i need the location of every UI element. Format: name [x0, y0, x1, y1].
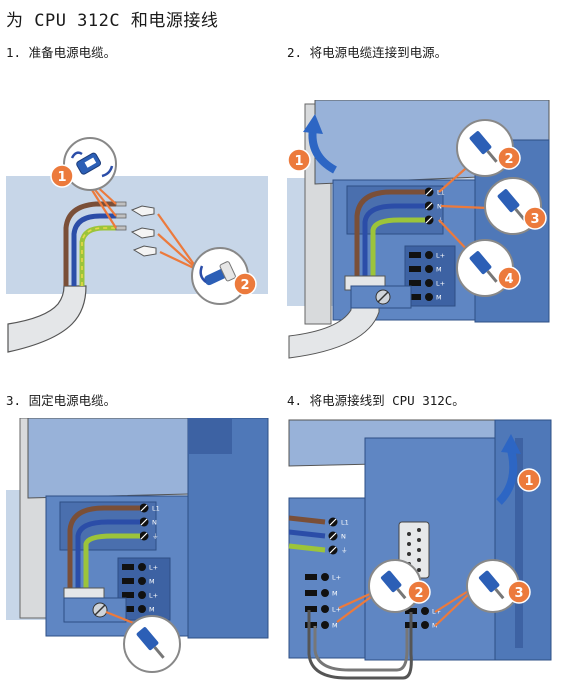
stripped-end: [115, 213, 127, 219]
terminal-label-l-plus: L+: [149, 592, 158, 600]
output-terminal-block: L+ M L+ M: [122, 563, 158, 614]
callout-badge-1: 1: [50, 164, 74, 188]
terminal-label-l-plus: L+: [149, 564, 158, 572]
terminal-label-n: N: [437, 203, 442, 211]
terminal-label-m: M: [332, 622, 338, 630]
svg-text:1: 1: [294, 154, 303, 169]
stripped-end: [115, 201, 127, 207]
screwdriver-circle: [123, 615, 181, 673]
callout-badge-1: 1: [517, 468, 541, 492]
step-2-caption: 2. 将电源电缆连接到电源。: [287, 45, 448, 60]
brown-wire: [63, 201, 116, 286]
terminal-label-m: M: [149, 578, 155, 586]
connecting-wire: [307, 610, 413, 680]
svg-text:1: 1: [57, 170, 66, 185]
callout-badge-2: 2: [407, 580, 431, 604]
supply-terminal-block: L1 N ⏚: [328, 517, 349, 555]
terminal-label-ground: ⏚: [152, 533, 159, 541]
callout-badge-2: 2: [233, 272, 257, 296]
connecting-wire: [313, 626, 409, 672]
step-4-illustration: L1 N ⏚ L+ M L+ M L+ M: [287, 418, 557, 684]
terminal-label-l1: L1: [341, 519, 349, 527]
callout-badge-3: 3: [523, 206, 547, 230]
terminal-label-l1: L1: [152, 505, 160, 513]
step-2-illustration: L1 N ⏚ L+ M L+ M: [287, 100, 557, 362]
terminal-label-m: M: [149, 606, 155, 614]
callout-badge-2: 2: [497, 146, 521, 170]
step-3-illustration: L1 N ⏚ L+ M L+ M: [6, 418, 276, 680]
terminal-label-m: M: [436, 266, 442, 274]
terminal-label-l-plus: L+: [436, 280, 445, 288]
callout-badge-4: 4: [497, 266, 521, 290]
terminal-label-l1: L1: [437, 189, 445, 197]
terminal-label-m: M: [332, 590, 338, 598]
wire-ferrule: [132, 245, 157, 257]
svg-text:1: 1: [524, 474, 533, 489]
step-1-illustration: 1 2: [6, 128, 276, 358]
blue-wire: [71, 213, 116, 286]
wire-ferrule: [130, 205, 155, 217]
svg-text:4: 4: [504, 272, 513, 287]
wire-ferrule: [130, 227, 155, 239]
terminal-label-m: M: [436, 294, 442, 302]
svg-text:2: 2: [414, 586, 423, 601]
supply-terminal-block: L1 N ⏚: [139, 503, 160, 541]
page-title: 为 CPU 312C 和电源接线: [6, 11, 219, 31]
terminal-label-ground: ⏚: [341, 547, 348, 555]
output-terminal-block: L+ M L+ M: [305, 573, 341, 630]
svg-text:3: 3: [530, 212, 539, 227]
step-4-caption: 4. 将电源接线到 CPU 312C。: [287, 393, 465, 408]
terminal-label-n: N: [152, 519, 157, 527]
svg-text:2: 2: [504, 152, 513, 167]
svg-text:2: 2: [240, 278, 249, 293]
stripped-end: [115, 225, 127, 231]
callout-badge-3: 3: [507, 580, 531, 604]
terminal-label-n: N: [341, 533, 346, 541]
cable-jacket: [7, 285, 87, 353]
terminal-label-l-plus: L+: [436, 252, 445, 260]
svg-text:3: 3: [514, 586, 523, 601]
cpu-module: [364, 437, 496, 661]
open-cover-arrow: [496, 449, 518, 505]
callout-badge-1: 1: [287, 148, 311, 172]
output-terminal-block: L+ M L+ M: [409, 251, 445, 302]
cpu-module-edge: [187, 418, 269, 639]
terminal-label-l-plus: L+: [332, 574, 341, 582]
step-3-caption: 3. 固定电源电缆。: [6, 393, 117, 408]
terminal-label-l-plus: L+: [332, 606, 341, 614]
step-1-caption: 1. 准备电源电缆。: [6, 45, 117, 60]
